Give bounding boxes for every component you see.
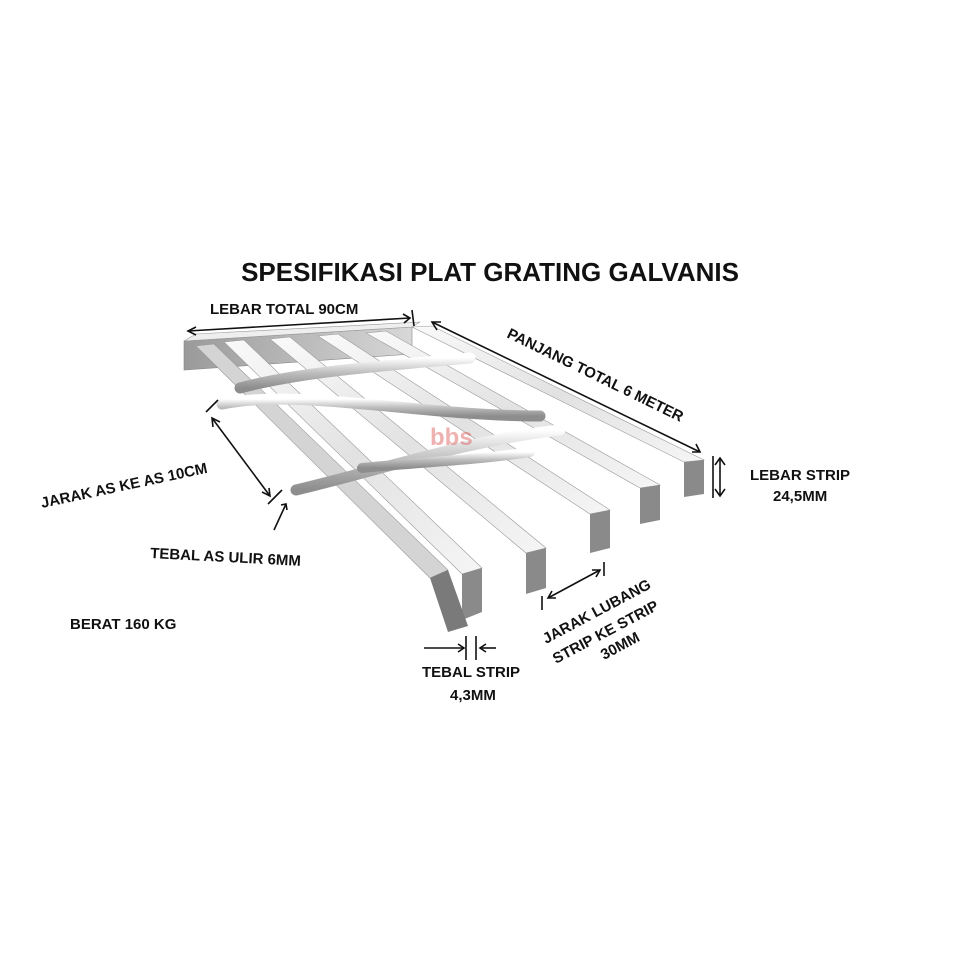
dim-jarak-lubang bbox=[541, 562, 605, 610]
label-lebar-total: LEBAR TOTAL 90CM bbox=[210, 301, 358, 318]
cross-rod-2 bbox=[216, 393, 546, 422]
dim-tebal-as bbox=[273, 503, 288, 531]
label-berat: BERAT 160 KG bbox=[70, 616, 176, 633]
dim-lebar-total bbox=[186, 309, 415, 336]
dim-lebar-strip bbox=[712, 456, 726, 498]
label-lebar-strip-1: LEBAR STRIP bbox=[750, 467, 850, 484]
end-frame-top bbox=[183, 321, 421, 342]
strip-3 bbox=[269, 336, 547, 594]
strip-6 bbox=[410, 325, 706, 497]
cross-rod-4 bbox=[357, 447, 535, 473]
dim-panjang-total bbox=[430, 321, 702, 453]
label-tebal-strip-1: TEBAL STRIP bbox=[422, 664, 520, 681]
dim-tebal-strip bbox=[424, 636, 496, 660]
label-jarak-as: JARAK AS KE AS 10CM bbox=[39, 460, 209, 512]
cross-rod-1 bbox=[234, 352, 476, 394]
label-lebar-strip-2: 24,5MM bbox=[773, 488, 827, 505]
diagram-title: SPESIFIKASI PLAT GRATING GALVANIS bbox=[241, 257, 739, 287]
label-tebal-as: TEBAL AS ULIR 6MM bbox=[150, 545, 302, 570]
dim-jarak-as bbox=[205, 399, 283, 505]
label-tebal-strip-2: 4,3MM bbox=[450, 687, 496, 704]
grating-illustration: bbs bbox=[183, 321, 706, 632]
watermark-logo: bbs bbox=[430, 424, 473, 451]
cross-rod-3 bbox=[290, 424, 566, 496]
